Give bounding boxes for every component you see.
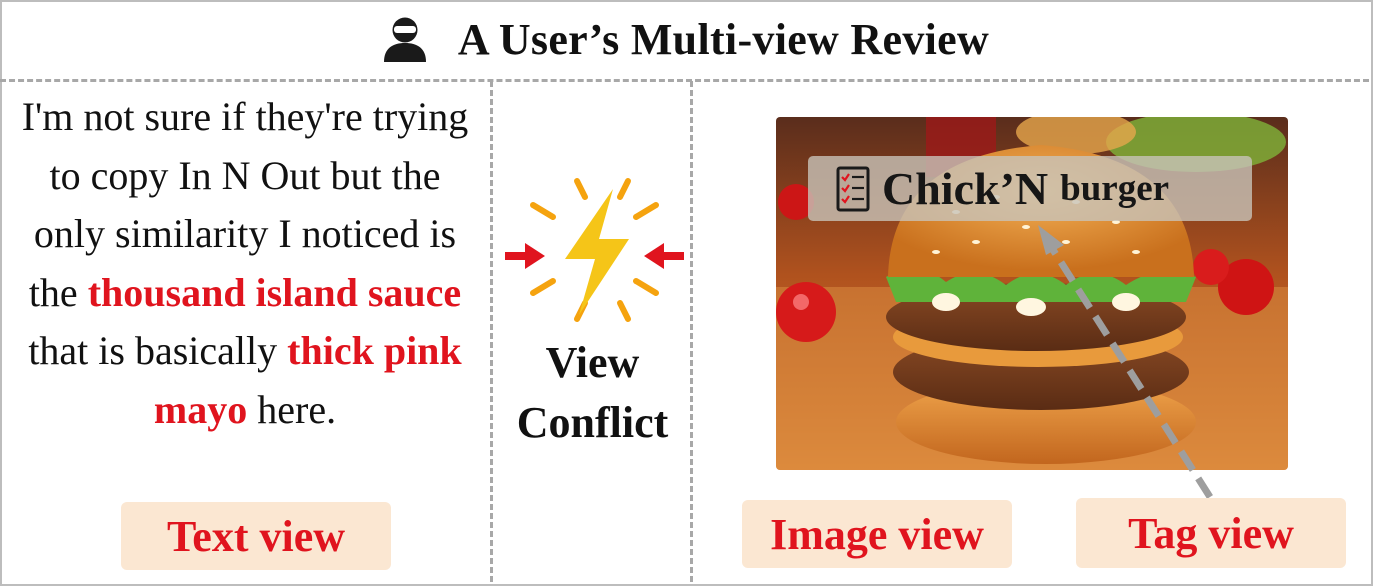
column-divider-right [690, 81, 693, 582]
page-title: A User’s Multi-view Review [457, 15, 990, 64]
column-divider-left [490, 81, 493, 582]
header-divider [0, 79, 1369, 82]
review-text: I'm not sure if they're trying to copy I… [10, 88, 480, 439]
tag-pointer-arrow [1038, 225, 1213, 499]
highlighted-phrase: thousand island sauce [87, 269, 462, 315]
tag-sub-text: burger [1060, 168, 1170, 209]
tag-main-text: Chick’N [882, 163, 1049, 214]
checklist-icon [836, 166, 870, 211]
header: A User’s Multi-view Review [0, 0, 1369, 79]
text-view-label: Text view [121, 502, 391, 570]
tag-view-label: Tag view [1076, 498, 1346, 568]
conflict-line-2: Conflict [516, 398, 669, 447]
review-text-segment: here. [247, 386, 337, 432]
image-view-label: Image view [742, 500, 1012, 568]
user-avatar-icon [383, 17, 426, 62]
tag-overlay: Chick’N burger [808, 156, 1252, 221]
view-conflict-text: View Conflict [495, 333, 690, 453]
review-text-segment: I'm not sure if they're trying to copy I… [21, 94, 469, 315]
conflict-line-1: View [545, 338, 640, 387]
review-text-segment: that is basically [28, 328, 288, 373]
lightning-bolt-icon [505, 178, 684, 322]
highlighted-phrase: thick pink mayo [153, 328, 462, 432]
